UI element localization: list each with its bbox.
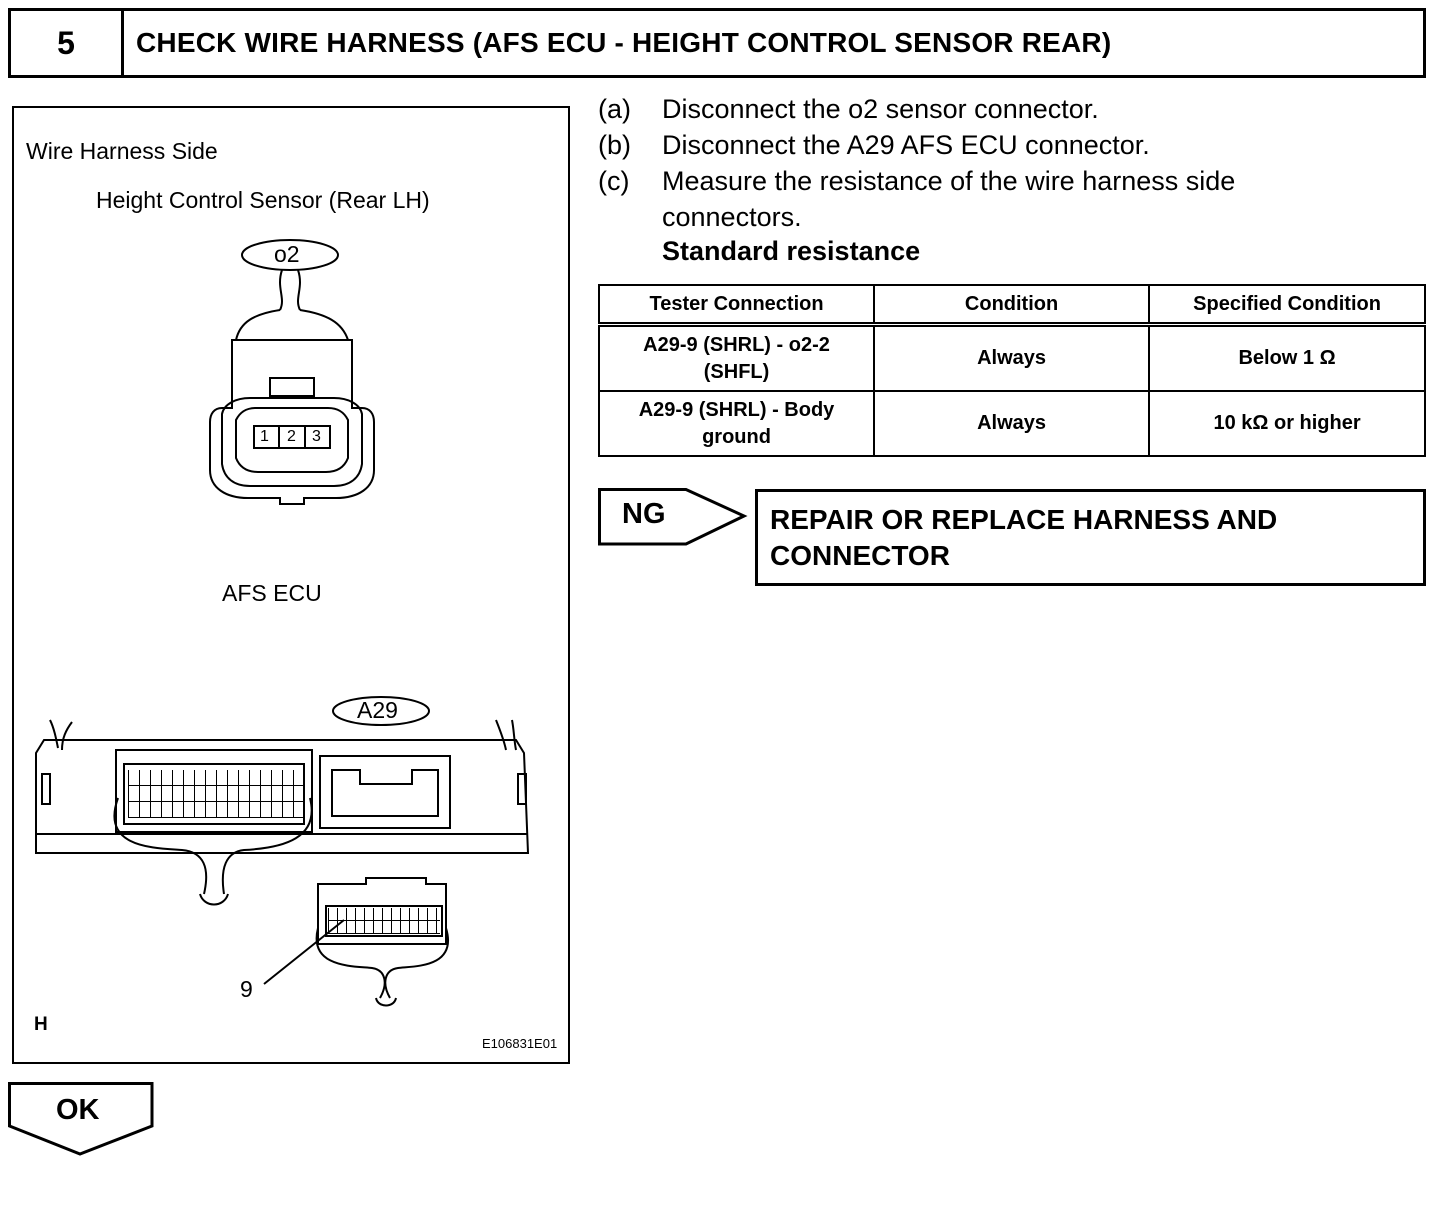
o2-label-ellipse xyxy=(241,239,339,271)
cell-connection-line1: A29-9 (SHRL) - Body xyxy=(638,398,835,421)
ecu-body xyxy=(35,739,530,854)
cell-condition: Always xyxy=(873,323,1151,392)
header-tester-connection: Tester Connection xyxy=(597,284,876,327)
ecu-connector-label: A29 xyxy=(357,697,398,723)
harness-connector-body xyxy=(317,877,447,945)
ng-action-line2: CONNECTOR xyxy=(770,540,950,571)
table-header-row: Tester Connection Condition Specified Co… xyxy=(597,284,1426,327)
header-specified-condition: Specified Condition xyxy=(1148,284,1426,327)
instruction-c-continuation: connectors. xyxy=(662,202,802,232)
ecu-left-tab xyxy=(49,719,73,751)
sensor-latch xyxy=(269,377,315,397)
ecu-right-slot xyxy=(517,773,527,805)
table-row: A29-9 (SHRL) - Body ground Always 10 kΩ … xyxy=(597,390,1426,457)
sensor-connector-label: o2 xyxy=(274,241,300,267)
cell-specified-condition: Below 1 Ω xyxy=(1148,323,1426,392)
ecu-socket-empty xyxy=(319,755,451,829)
standard-resistance-heading: Standard resistance xyxy=(662,236,921,266)
ecu-socket-main xyxy=(115,749,313,833)
ng-action-line1: REPAIR OR REPLACE HARNESS AND xyxy=(770,504,1278,535)
header-condition: Condition xyxy=(873,284,1151,327)
sensor-pin-3: 3 xyxy=(312,428,321,445)
cell-tester-connection: A29-9 (SHRL) - o2-2 (SHFL) xyxy=(597,323,876,392)
sensor-face-inner xyxy=(235,407,349,473)
harness-connector-pins xyxy=(325,905,443,937)
instruction-b-text: Disconnect the A29 AFS ECU connector. xyxy=(662,130,1150,160)
ecu-right-tab xyxy=(495,719,517,751)
sensor-boot xyxy=(235,309,349,341)
table-row: A29-9 (SHRL) - o2-2 (SHFL) Always Below … xyxy=(597,323,1426,392)
sensor-pin-2: 2 xyxy=(287,428,296,445)
instruction-c-text: Measure the resistance of the wire harne… xyxy=(662,166,1236,196)
sensor-wires xyxy=(279,269,301,311)
sensor-face-outer xyxy=(221,397,363,487)
step-number: 5 xyxy=(11,11,124,75)
ng-arrow-icon xyxy=(598,488,748,546)
cell-tester-connection: A29-9 (SHRL) - Body ground xyxy=(597,390,876,457)
figure-code: E106831E01 xyxy=(482,1036,558,1051)
cell-specified-condition: 10 kΩ or higher xyxy=(1148,390,1426,457)
ecu-harness xyxy=(113,797,313,895)
pin-9-label: 9 xyxy=(240,976,253,1002)
ecu-socket-pin-grid xyxy=(128,770,304,818)
ecu-left-slot xyxy=(41,773,51,805)
harness-connector-pin-grid xyxy=(328,908,440,934)
ng-action-box: REPAIR OR REPLACE HARNESS AND CONNECTOR xyxy=(755,489,1426,586)
ecu-title: AFS ECU xyxy=(222,580,322,606)
cell-connection-line2: (SHFL) xyxy=(703,360,770,383)
cell-connection-line2: ground xyxy=(702,425,771,448)
ok-arrow-icon xyxy=(8,1082,154,1156)
sensor-pin-1: 1 xyxy=(260,428,269,445)
instruction-b-label: (b) xyxy=(598,130,631,160)
a29-label-ellipse xyxy=(332,696,430,726)
instruction-a-label: (a) xyxy=(598,94,631,124)
ok-label: OK xyxy=(56,1094,100,1126)
sensor-title: Height Control Sensor (Rear LH) xyxy=(96,187,430,213)
ng-label: NG xyxy=(622,498,666,530)
harness-connector-wires xyxy=(315,927,449,999)
wiring-figure: Wire Harness Side Height Control Sensor … xyxy=(12,106,570,1064)
sensor-connector-body xyxy=(209,339,375,505)
cell-connection-line1: A29-9 (SHRL) - o2-2 xyxy=(643,333,830,356)
sensor-pin-frame xyxy=(253,425,331,449)
wire-harness-side-label: Wire Harness Side xyxy=(26,138,218,164)
instruction-c-label: (c) xyxy=(598,166,630,196)
step-header: 5 CHECK WIRE HARNESS (AFS ECU - HEIGHT C… xyxy=(8,8,1426,78)
connector-illustration xyxy=(35,239,530,1007)
corner-mark: H xyxy=(34,1014,48,1035)
resistance-spec-table: Tester Connection Condition Specified Co… xyxy=(597,284,1426,457)
cell-condition: Always xyxy=(873,390,1151,457)
instruction-a-text: Disconnect the o2 sensor connector. xyxy=(662,94,1099,124)
step-title: CHECK WIRE HARNESS (AFS ECU - HEIGHT CON… xyxy=(136,27,1112,58)
